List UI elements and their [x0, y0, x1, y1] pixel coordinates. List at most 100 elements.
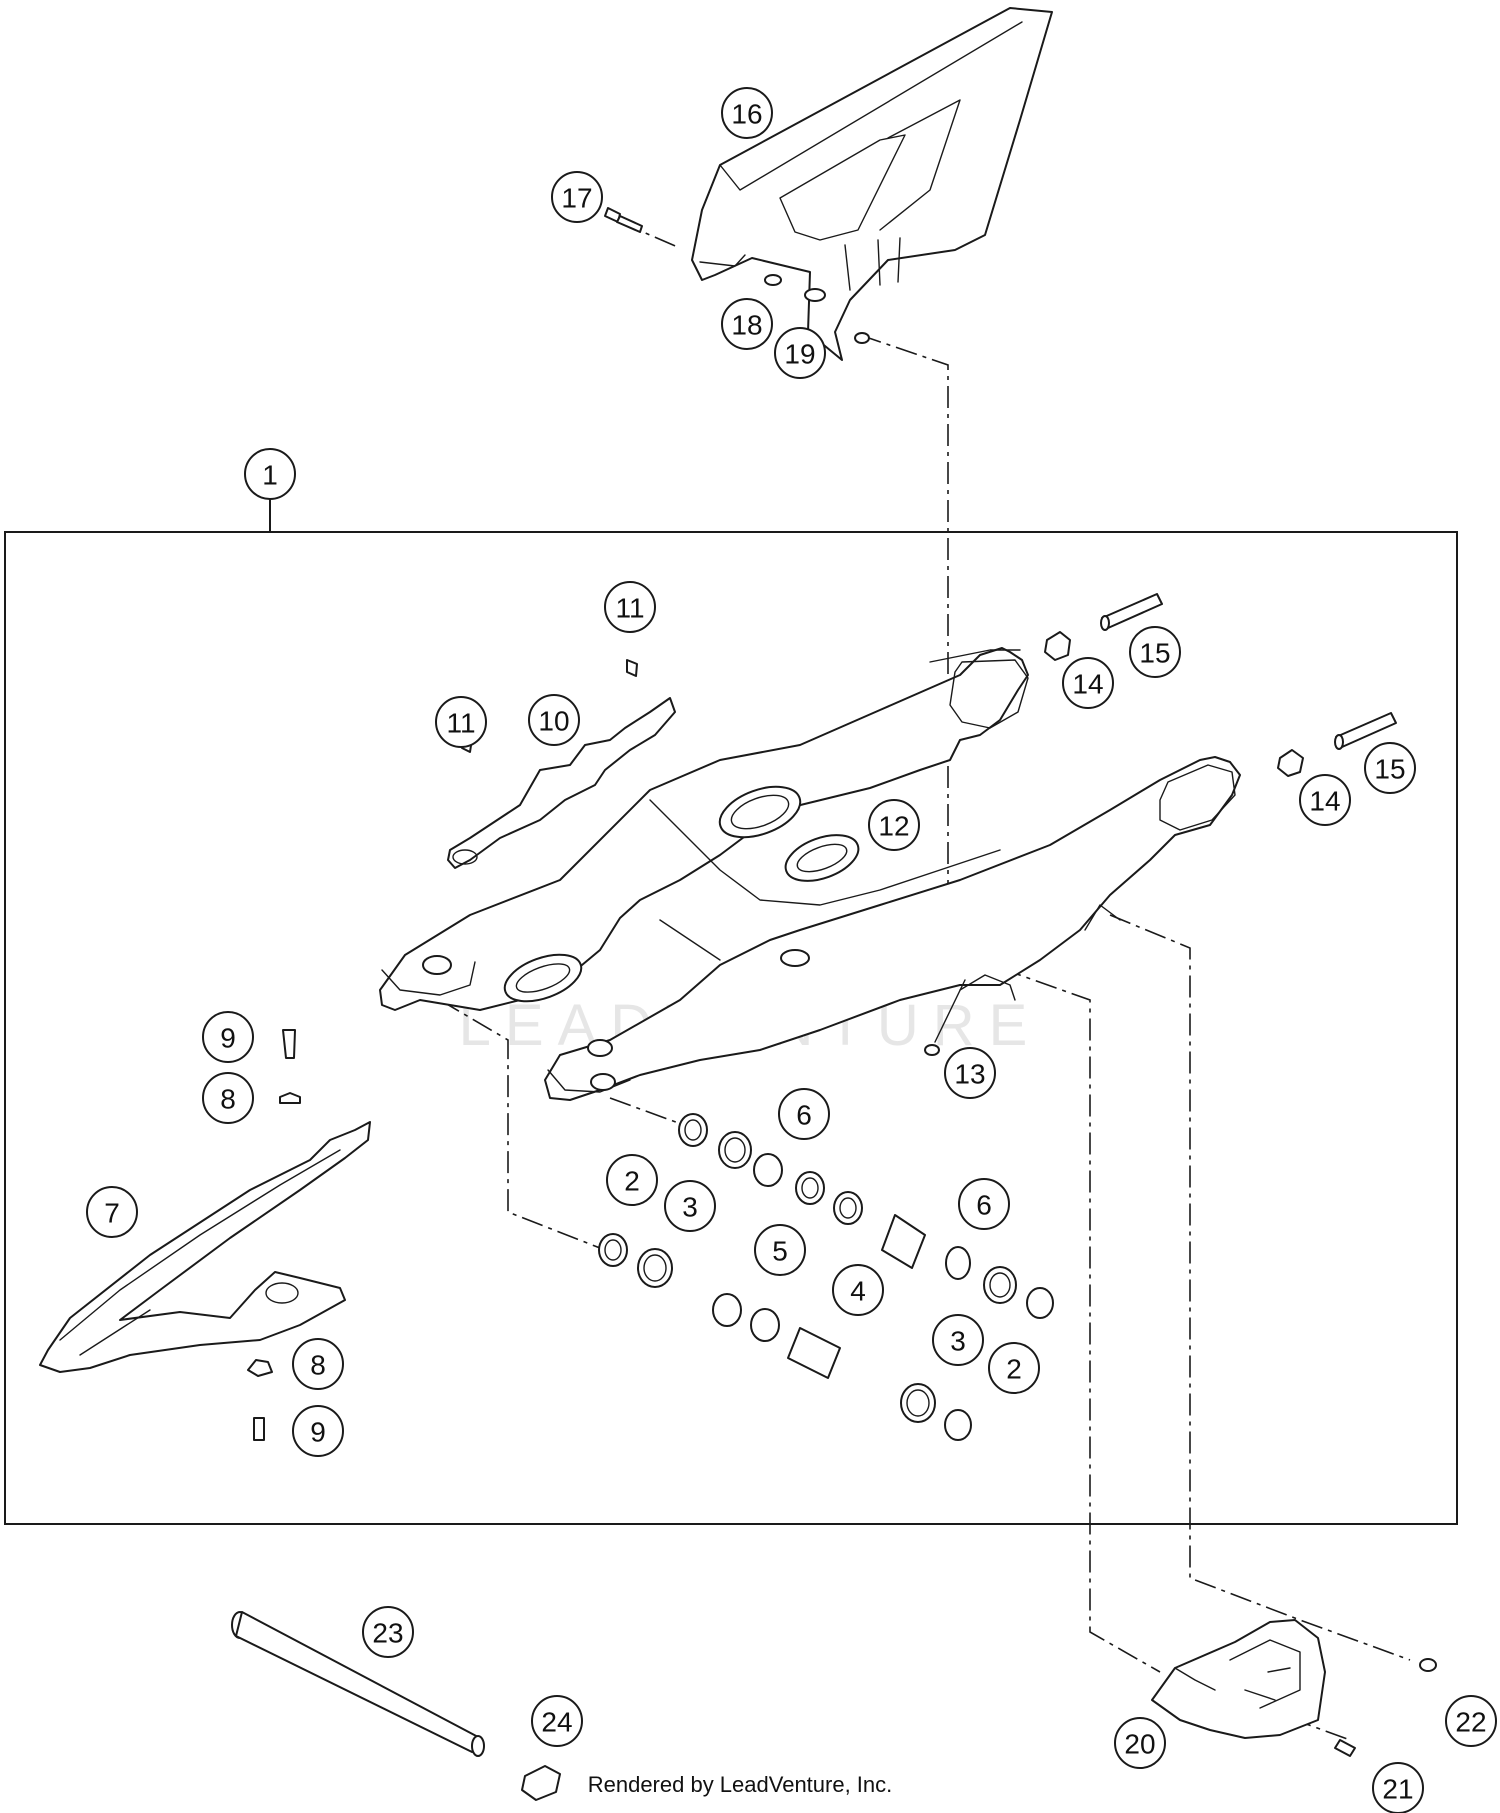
- callout-number: 11: [615, 593, 644, 624]
- callout-number: 19: [784, 339, 815, 370]
- screw-17-part: [604, 207, 643, 233]
- callout-circle: [1114, 1717, 1166, 1769]
- callout-c10: 10: [528, 694, 580, 746]
- callout-circle: [774, 327, 826, 379]
- callout-c3b: 3: [932, 1314, 984, 1366]
- callout-number: 11: [446, 708, 475, 739]
- callout-number: 4: [850, 1276, 866, 1307]
- callout-c14a: 14: [1062, 657, 1114, 709]
- callout-circle: [988, 1342, 1040, 1394]
- callout-circle: [435, 696, 487, 748]
- callout-circle: [868, 799, 920, 851]
- callout-c16: 16: [721, 87, 773, 139]
- callout-number: 2: [1006, 1354, 1022, 1385]
- callout-c24: 24: [531, 1695, 583, 1747]
- callout-c6b: 6: [958, 1178, 1010, 1230]
- screw-9-part-top: [282, 1029, 296, 1059]
- pivot-shaft-23-part: [231, 1611, 485, 1757]
- callout-number: 9: [220, 1023, 236, 1054]
- callout-number: 15: [1374, 754, 1405, 785]
- callout-number: 1: [262, 460, 278, 491]
- callout-number: 2: [624, 1166, 640, 1197]
- chain-guide-20-part: [1151, 1619, 1326, 1739]
- rendered-by-footer: Rendered by LeadVenture, Inc.: [588, 1772, 893, 1797]
- adjuster-pins-15-part: [1100, 593, 1397, 750]
- callout-circle: [362, 1606, 414, 1658]
- callout-circle: [944, 1047, 996, 1099]
- callout-number: 6: [796, 1100, 812, 1131]
- callout-c2a: 2: [606, 1154, 658, 1206]
- callout-c22: 22: [1445, 1695, 1497, 1747]
- cap-8-part-bottom: [247, 1359, 273, 1377]
- callout-circle: [958, 1178, 1010, 1230]
- callout-c19: 19: [774, 327, 826, 379]
- callout-c12: 12: [868, 799, 920, 851]
- callout-circle: [664, 1180, 716, 1232]
- callout-c21: 21: [1372, 1762, 1424, 1813]
- axle-nuts-14-part: [1044, 631, 1304, 777]
- callout-number: 6: [976, 1190, 992, 1221]
- callout-number: 20: [1124, 1729, 1155, 1760]
- nut-24-part: [521, 1765, 561, 1801]
- swingarm-part: [379, 647, 1241, 1101]
- callout-circle: [721, 87, 773, 139]
- callout-circle: [1445, 1695, 1497, 1747]
- assembly-frame: [4, 494, 1458, 1525]
- callout-circle: [202, 1011, 254, 1063]
- callout-number: 14: [1309, 786, 1340, 817]
- washer-18-part: [764, 274, 782, 286]
- callout-circle: [202, 1072, 254, 1124]
- callout-number: 14: [1072, 669, 1103, 700]
- callout-circle: [606, 1154, 658, 1206]
- callout-number: 10: [538, 706, 569, 737]
- callout-c4: 4: [832, 1264, 884, 1316]
- callout-circle: [1364, 742, 1416, 794]
- callout-circle: [1372, 1762, 1424, 1813]
- callout-circle: [531, 1695, 583, 1747]
- callout-c8b: 8: [292, 1338, 344, 1390]
- callout-c9b: 9: [292, 1405, 344, 1457]
- callout-c14b: 14: [1299, 774, 1351, 826]
- callout-c7: 7: [86, 1186, 138, 1238]
- callout-c11b: 11: [435, 696, 487, 748]
- callout-c18: 18: [721, 298, 773, 350]
- callout-circle: [1129, 626, 1181, 678]
- callout-c6a: 6: [778, 1088, 830, 1140]
- callout-circle: [1062, 657, 1114, 709]
- callout-circle: [832, 1264, 884, 1316]
- callout-c13: 13: [944, 1047, 996, 1099]
- callout-number: 18: [731, 310, 762, 341]
- cap-8-part-top: [279, 1092, 301, 1104]
- callout-c17: 17: [551, 171, 603, 223]
- callout-circle: [528, 694, 580, 746]
- callout-layer: 1223345667889910111112131414151516171819…: [86, 87, 1497, 1813]
- callout-circle: [86, 1186, 138, 1238]
- screw-21-part: [1334, 1739, 1356, 1757]
- callout-number: 9: [310, 1417, 326, 1448]
- callout-number: 7: [104, 1198, 120, 1229]
- callout-number: 8: [220, 1084, 236, 1115]
- callout-circle: [604, 581, 656, 633]
- callout-c15b: 15: [1364, 742, 1416, 794]
- callout-circle: [721, 298, 773, 350]
- callout-c9a: 9: [202, 1011, 254, 1063]
- callout-number: 5: [772, 1236, 788, 1267]
- callout-circle: [551, 171, 603, 223]
- callout-number: 3: [950, 1326, 966, 1357]
- callout-number: 3: [682, 1192, 698, 1223]
- callout-number: 16: [731, 99, 762, 130]
- callout-c2b: 2: [988, 1342, 1040, 1394]
- callout-c11a: 11: [604, 581, 656, 633]
- chain-sliding-guard-7-part: [39, 1121, 371, 1373]
- screw-9-part-bottom: [253, 1417, 265, 1441]
- callout-number: 21: [1382, 1774, 1413, 1805]
- grease-nipple-13-part: [924, 1044, 940, 1056]
- callout-c8a: 8: [202, 1072, 254, 1124]
- callout-c23: 23: [362, 1606, 414, 1658]
- callout-circle: [754, 1224, 806, 1276]
- callout-number: 17: [561, 183, 592, 214]
- callout-circle: [778, 1088, 830, 1140]
- callout-circle: [932, 1314, 984, 1366]
- callout-circle: [1299, 774, 1351, 826]
